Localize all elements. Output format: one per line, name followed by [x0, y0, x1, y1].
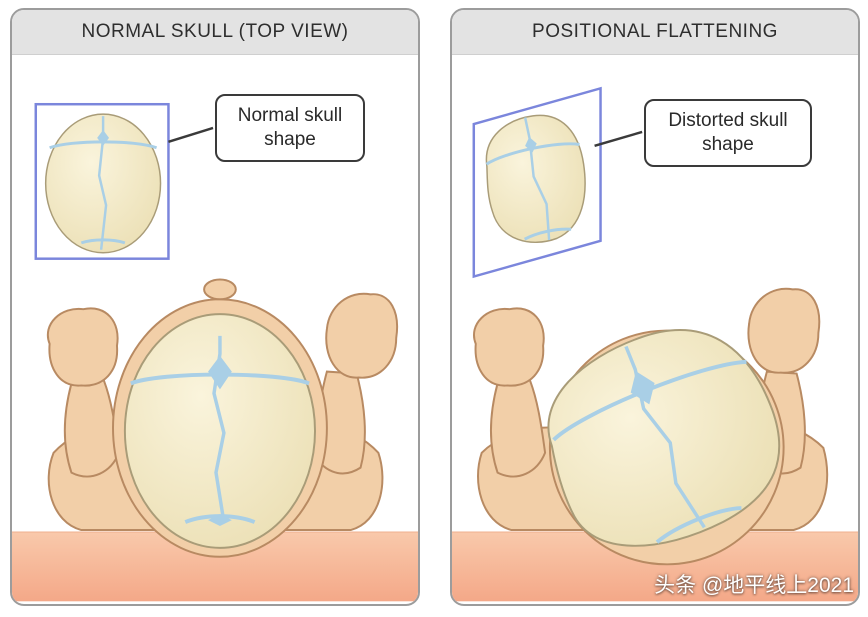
distorted-skull-callout: Distorted skull shape	[644, 99, 812, 167]
flattened-skull-illustration	[452, 86, 858, 602]
fontanelle-posterior	[208, 514, 232, 527]
small-normal-skull	[44, 113, 162, 254]
fontanelle-anterior	[208, 355, 232, 390]
skull-bones	[123, 313, 317, 549]
panel-positional-flattening: POSITIONAL FLATTENING	[450, 8, 860, 606]
callout-pointer	[594, 130, 643, 147]
normal-skull-callout: Normal skull shape	[215, 94, 365, 162]
left-arm	[63, 377, 120, 478]
panel-title: POSITIONAL FLATTENING	[452, 10, 858, 55]
left-fist	[46, 307, 119, 387]
skull-bones	[547, 329, 781, 547]
callout-pointer	[168, 126, 214, 144]
left-arm	[489, 377, 547, 478]
right-fist	[325, 292, 399, 379]
fontanelle-anterior	[630, 371, 655, 405]
panel-normal-skull: NORMAL SKULL (TOP VIEW)	[10, 8, 420, 606]
panel-title: NORMAL SKULL (TOP VIEW)	[12, 10, 418, 55]
right-fist	[747, 287, 821, 374]
watermark-text: 头条 @地平线上2021	[654, 574, 854, 597]
small-distorted-skull	[485, 114, 586, 243]
normal-skull-illustration	[12, 102, 418, 602]
left-fist	[473, 307, 545, 387]
